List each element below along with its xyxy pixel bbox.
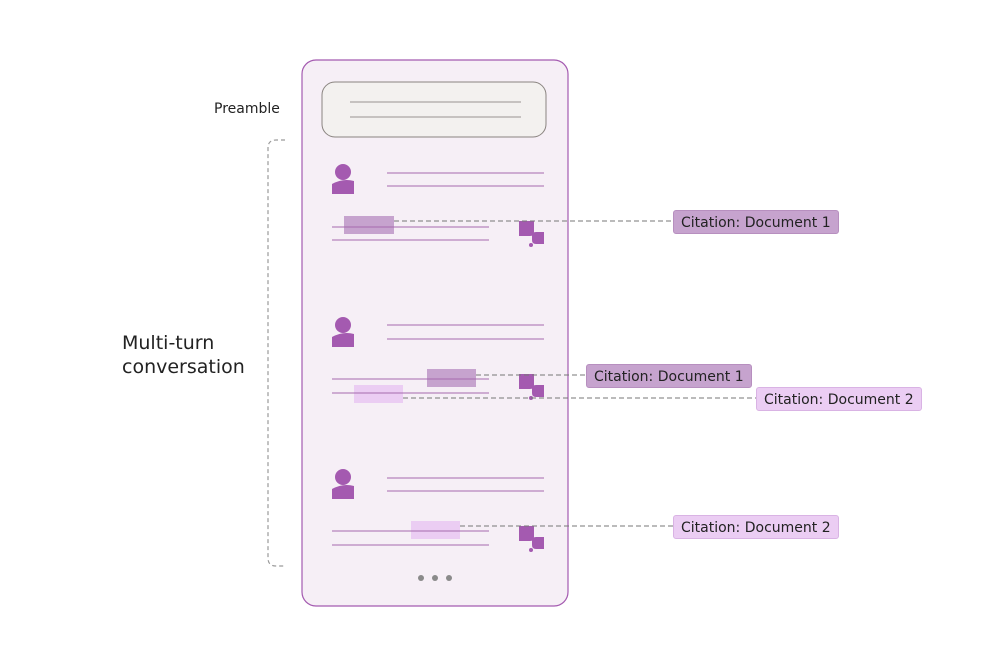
citation-tag-doc2: Citation: Document 2 bbox=[673, 515, 839, 539]
turn-3 bbox=[332, 469, 673, 552]
preamble-box bbox=[321, 81, 547, 138]
conversation-bracket bbox=[267, 139, 285, 567]
multi-turn-label: Multi-turn conversation bbox=[122, 331, 245, 379]
user-avatar-icon bbox=[332, 469, 354, 499]
citation-tag-doc1: Citation: Document 1 bbox=[673, 210, 839, 234]
citation-tag-doc1: Citation: Document 1 bbox=[586, 364, 752, 388]
bot-avatar-icon bbox=[519, 526, 544, 552]
citation-highlight-doc1 bbox=[344, 216, 394, 234]
citation-highlight-doc2 bbox=[354, 385, 403, 403]
turn-2 bbox=[332, 317, 756, 403]
user-avatar-icon bbox=[332, 317, 354, 347]
more-dots-icon bbox=[418, 575, 452, 581]
bot-avatar-icon bbox=[519, 221, 544, 247]
user-avatar-icon bbox=[332, 164, 354, 194]
bot-avatar-icon bbox=[519, 374, 544, 400]
chat-panel bbox=[301, 59, 569, 607]
multi-turn-label-line1: Multi-turn bbox=[122, 332, 215, 354]
citation-highlight-doc1 bbox=[427, 369, 476, 387]
citation-tag-doc2: Citation: Document 2 bbox=[756, 387, 922, 411]
preamble-label: Preamble bbox=[214, 101, 280, 117]
turn-1 bbox=[332, 164, 673, 247]
multi-turn-label-line2: conversation bbox=[122, 356, 245, 378]
citation-highlight-doc2 bbox=[411, 521, 460, 539]
